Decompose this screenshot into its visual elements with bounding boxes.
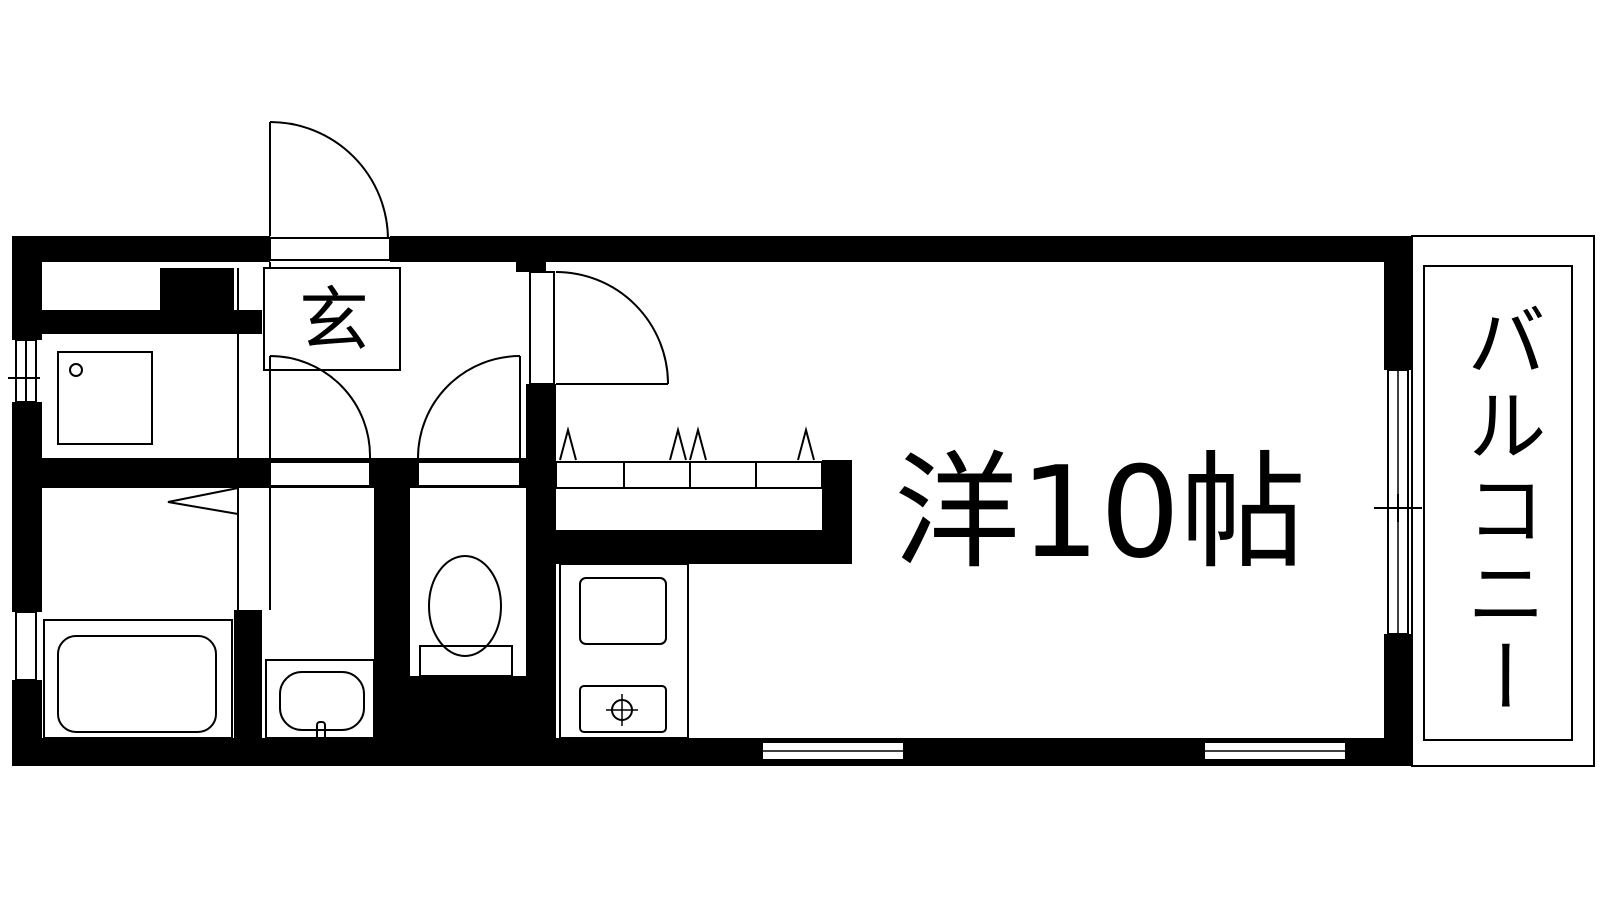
exterior-walls (12, 236, 1412, 766)
main-room-label: 洋10帖 (894, 439, 1306, 586)
gas-stove (579, 685, 667, 733)
doors (167, 121, 669, 515)
balcony (1411, 235, 1595, 767)
entrance-label: 玄 (299, 279, 369, 361)
closet (555, 426, 823, 489)
bathtub (43, 619, 233, 739)
windows (8, 339, 1422, 761)
balcony-label: バルコニー (1454, 300, 1547, 720)
kitchen-sink (579, 577, 667, 645)
wash-basin (265, 659, 375, 745)
toilet (419, 555, 513, 677)
washing-machine-pan (57, 351, 153, 445)
partitions (237, 262, 689, 738)
